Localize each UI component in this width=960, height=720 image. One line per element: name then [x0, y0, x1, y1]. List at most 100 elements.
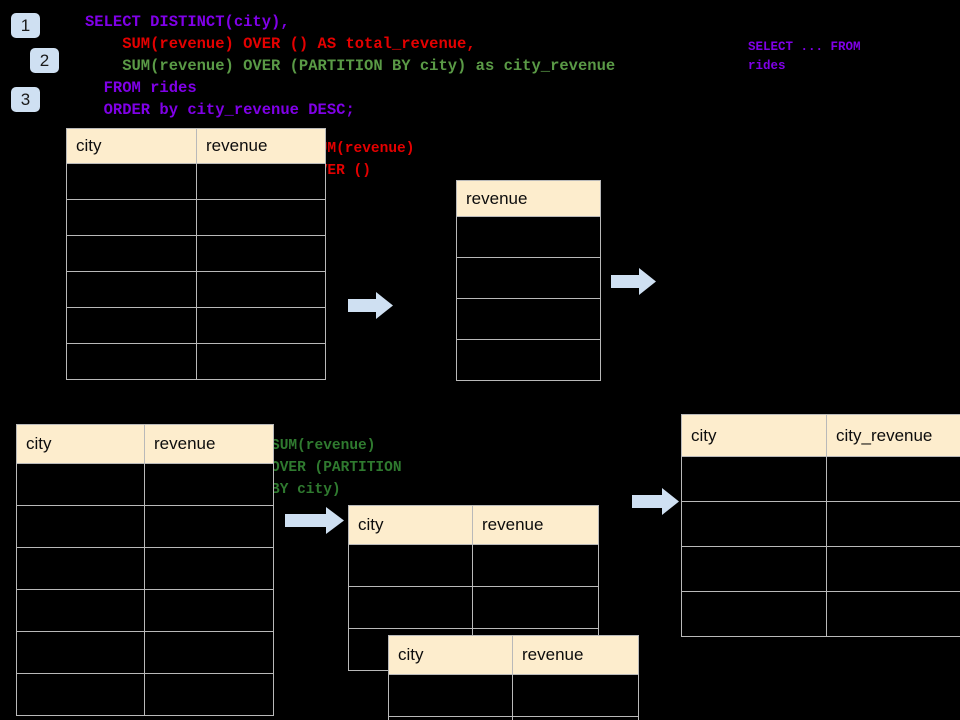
cell-city	[16, 631, 145, 674]
table-row	[388, 716, 639, 720]
table-header-row: city revenue	[348, 505, 599, 545]
step-badge-3: 3	[11, 87, 40, 112]
table-row	[348, 544, 599, 587]
cell-revenue	[144, 463, 274, 506]
column-header-city: city	[348, 505, 473, 545]
cell-city	[681, 591, 827, 637]
cell-city	[681, 501, 827, 547]
sql-line-select: SELECT DISTINCT(city),	[85, 13, 290, 31]
cell-city	[16, 463, 145, 506]
rides-source-table: city revenue	[66, 128, 326, 380]
cell-city	[681, 546, 827, 592]
table-row	[66, 199, 326, 236]
table-row	[16, 547, 274, 590]
cell-revenue	[456, 339, 601, 381]
cell-revenue	[472, 586, 599, 629]
cell-city-revenue	[826, 591, 960, 637]
cell-revenue	[196, 163, 326, 200]
sql-line-from: FROM rides	[85, 79, 197, 97]
cell-city	[66, 307, 197, 344]
column-header-city-revenue: city_revenue	[826, 414, 960, 457]
arrow-source-to-partition	[285, 507, 344, 534]
cell-city	[66, 271, 197, 308]
table-row	[681, 546, 960, 592]
cell-city	[66, 163, 197, 200]
cell-city	[16, 589, 145, 632]
table-row	[16, 505, 274, 548]
cell-revenue	[196, 199, 326, 236]
cell-revenue	[196, 343, 326, 380]
result-table: city city_revenue	[681, 414, 960, 637]
cell-city	[348, 544, 473, 587]
table-row	[456, 339, 601, 381]
column-header-city: city	[388, 635, 513, 675]
table-row	[16, 673, 274, 716]
cell-revenue	[196, 271, 326, 308]
arrow-source-to-total	[348, 292, 393, 319]
partition-group-table-front: city revenue	[388, 635, 639, 720]
column-header-revenue: revenue	[144, 424, 274, 464]
annotation-city-revenue: SUM(revenue) OVER (PARTITION BY city)	[271, 438, 402, 498]
table-header-row: revenue	[456, 180, 601, 217]
table-row	[66, 235, 326, 272]
column-header-revenue: revenue	[472, 505, 599, 545]
arrow-total-to-result	[611, 268, 656, 295]
column-header-revenue: revenue	[196, 128, 326, 164]
cell-revenue	[144, 673, 274, 716]
cell-revenue	[512, 674, 639, 717]
table-row	[456, 298, 601, 340]
cell-city-revenue	[826, 456, 960, 502]
column-header-revenue: revenue	[512, 635, 639, 675]
step-badge-1: 1	[11, 13, 40, 38]
cell-revenue	[472, 544, 599, 587]
cell-city	[16, 505, 145, 548]
cell-revenue	[196, 235, 326, 272]
cell-city	[388, 716, 513, 720]
cell-city	[66, 343, 197, 380]
table-row	[66, 163, 326, 200]
cell-city	[66, 199, 197, 236]
cell-city	[348, 586, 473, 629]
table-row	[681, 501, 960, 547]
cell-city	[16, 547, 145, 590]
cell-revenue	[144, 589, 274, 632]
cell-revenue	[144, 631, 274, 674]
table-row	[681, 591, 960, 637]
cell-revenue	[144, 547, 274, 590]
cell-revenue	[196, 307, 326, 344]
table-row	[16, 589, 274, 632]
cell-revenue	[512, 716, 639, 720]
column-header-revenue: revenue	[456, 180, 601, 217]
table-row	[388, 674, 639, 717]
cell-revenue	[456, 298, 601, 340]
column-header-city: city	[16, 424, 145, 464]
table-row	[681, 456, 960, 502]
table-header-row: city revenue	[66, 128, 326, 164]
cell-city	[66, 235, 197, 272]
table-row	[16, 631, 274, 674]
sql-line-order-by: ORDER by city_revenue DESC;	[85, 101, 355, 119]
sql-line-city-revenue: SUM(revenue) OVER (PARTITION BY city) as…	[85, 57, 616, 75]
total-revenue-table: revenue	[456, 180, 601, 381]
table-header-row: city revenue	[388, 635, 639, 675]
cell-revenue	[456, 216, 601, 258]
cell-city-revenue	[826, 501, 960, 547]
cell-city	[16, 673, 145, 716]
table-row	[66, 271, 326, 308]
partition-group-table-back: city revenue	[348, 505, 599, 671]
table-row	[16, 463, 274, 506]
step-badge-2: 2	[30, 48, 59, 73]
cell-city	[681, 456, 827, 502]
arrow-partition-to-result	[632, 488, 679, 515]
table-row	[348, 586, 599, 629]
table-header-row: city city_revenue	[681, 414, 960, 457]
table-header-row: city revenue	[16, 424, 274, 464]
rides-source-table-bottom: city revenue	[16, 424, 274, 716]
table-row	[456, 216, 601, 258]
cell-city-revenue	[826, 546, 960, 592]
cell-revenue	[456, 257, 601, 299]
table-row	[66, 343, 326, 380]
cell-revenue	[144, 505, 274, 548]
column-header-city: city	[66, 128, 197, 164]
